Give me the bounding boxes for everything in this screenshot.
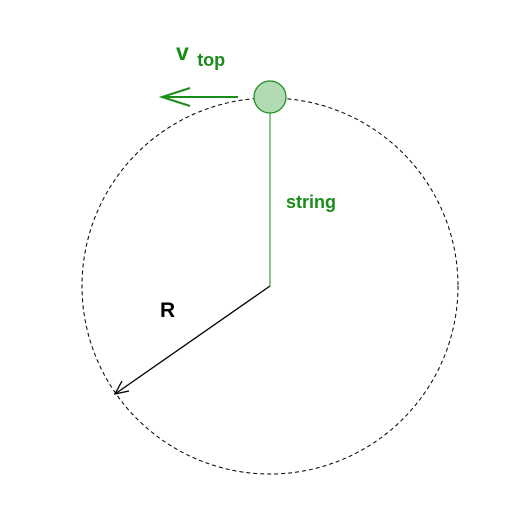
string-label: string — [286, 192, 336, 212]
ball — [253, 80, 287, 114]
velocity-symbol: v — [176, 39, 189, 65]
velocity-label: v top — [176, 39, 225, 70]
radius-arrowhead — [113, 380, 130, 395]
radius-arrow-line — [114, 285, 271, 395]
velocity-arrowhead — [158, 87, 191, 107]
velocity-subscript: top — [197, 50, 225, 70]
radius-label: R — [160, 299, 175, 322]
